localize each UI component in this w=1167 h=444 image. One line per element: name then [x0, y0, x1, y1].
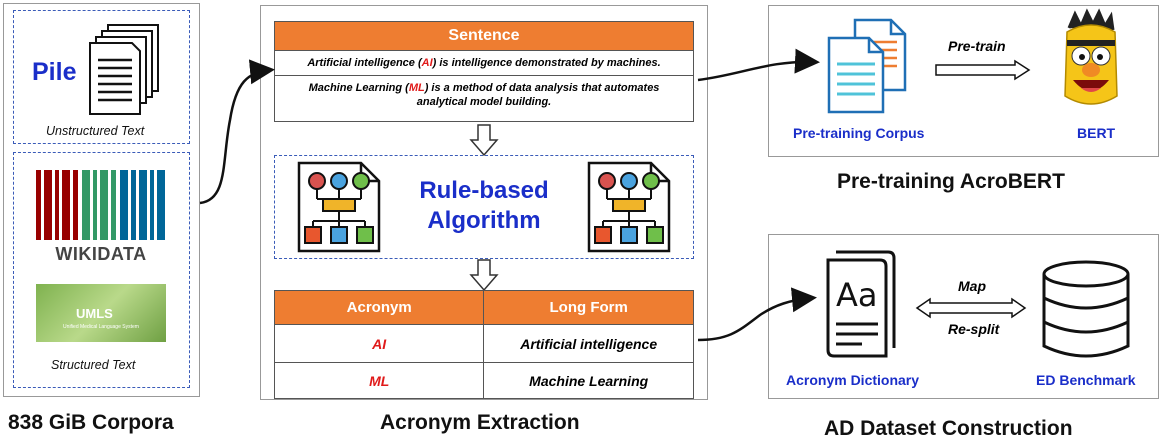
umls-logo: UMLS Unified Medical Language System [36, 284, 166, 342]
sentence-divider-1 [275, 50, 693, 51]
dictionary-icon: Aa [822, 248, 902, 358]
structured-caption: Structured Text [51, 358, 136, 372]
longform-cell: Artificial intelligence [483, 324, 694, 363]
acronym-table: Acronym Long Form AI Artificial intellig… [273, 290, 694, 399]
umls-label: UMLS [76, 306, 113, 321]
table-row: AI Artificial intelligence [273, 324, 694, 363]
sentence-divider-2 [275, 75, 693, 76]
svg-text:Aa: Aa [836, 276, 878, 314]
acronym-table-header: Acronym Long Form [273, 290, 694, 325]
documents-icon [89, 22, 162, 118]
acronym-cell: ML [273, 362, 485, 399]
unstructured-caption: Unstructured Text [46, 124, 145, 138]
corpora-panel [3, 3, 200, 397]
wikidata-label: WIKIDATA [55, 244, 147, 264]
umls-subtitle: Unified Medical Language System [63, 324, 139, 330]
ad-dataset-title: AD Dataset Construction [824, 417, 1073, 440]
sentence-table: Sentence Artificial intelligence (AI) is… [274, 21, 694, 122]
bert-label: BERT [1077, 125, 1116, 141]
flowchart-icon-left [295, 161, 381, 253]
wikidata-logo [36, 170, 166, 240]
table-row: ML Machine Learning [273, 362, 694, 399]
col-acronym: Acronym [273, 290, 485, 325]
structured-box [13, 152, 190, 388]
unstructured-box [13, 10, 190, 144]
sentence2-suffix: ) is a method of data analysis that auto… [416, 82, 660, 108]
map-double-arrow [915, 297, 1027, 319]
database-icon [1040, 258, 1132, 362]
dictionary-label: Acronym Dictionary [786, 372, 920, 388]
algorithm-box [274, 155, 694, 259]
flowchart-icon-right [585, 161, 671, 253]
down-arrow-1 [469, 124, 499, 157]
extraction-title: Acronym Extraction [380, 411, 580, 434]
benchmark-label: ED Benchmark [1036, 372, 1136, 388]
algorithm-label-1: Rule-based [419, 177, 549, 204]
bert-character-icon [1055, 8, 1127, 114]
algorithm-label-2: Algorithm [427, 207, 541, 234]
sentence2-abbr: ML [408, 82, 425, 94]
sentence-header: Sentence [275, 22, 693, 50]
map-label: Map [958, 278, 986, 294]
acronym-cell: AI [273, 324, 485, 363]
corpus-files-icon [825, 18, 907, 114]
longform-cell: Machine Learning [483, 362, 694, 399]
corpora-title: 838 GiB Corpora [8, 411, 174, 434]
sentence-row-2: Machine Learning (ML) is a method of dat… [275, 76, 693, 109]
sentence1-suffix: ) is intelligence demonstrated by machin… [432, 57, 661, 69]
pretrain-label: Pre-train [948, 38, 1006, 54]
pretrain-arrow [935, 59, 1031, 81]
sentence1-prefix: Artificial intelligence ( [307, 57, 422, 69]
col-longform: Long Form [483, 290, 694, 325]
pretraining-title: Pre-training AcroBERT [837, 170, 1065, 193]
sentence1-abbr: AI [421, 57, 433, 69]
corpus-label: Pre-training Corpus [793, 125, 925, 141]
sentence2-prefix: Machine Learning ( [308, 82, 409, 94]
down-arrow-2 [469, 259, 499, 292]
resplit-label: Re-split [948, 321, 1000, 337]
sentence-row-1: Artificial intelligence (AI) is intellig… [275, 51, 693, 75]
pile-label: Pile [32, 58, 77, 86]
